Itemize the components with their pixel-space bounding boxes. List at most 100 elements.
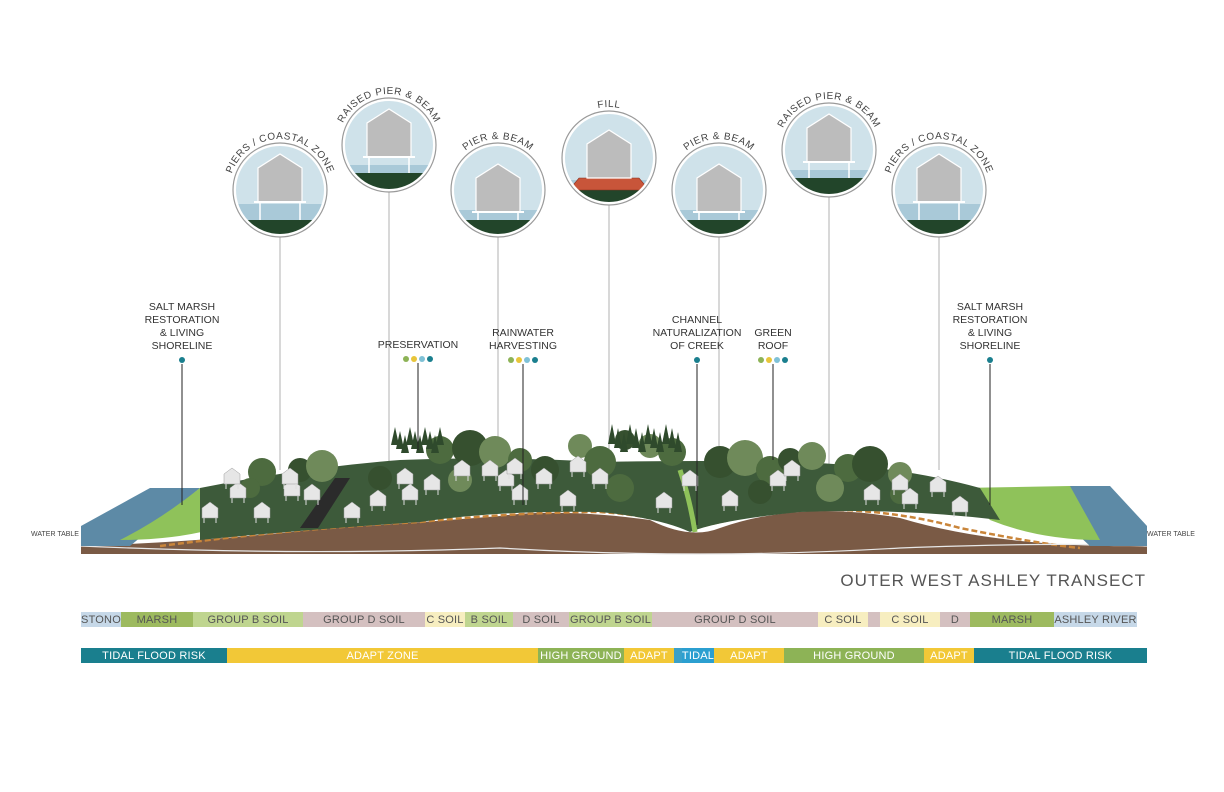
strategy-dot [774, 357, 780, 363]
pine-tree [614, 428, 622, 448]
strategy-dot [508, 357, 514, 363]
house [481, 459, 499, 481]
pine-tree [391, 427, 399, 445]
water-left [81, 488, 200, 546]
strategy-dot [987, 357, 993, 363]
pine-tree [662, 424, 670, 444]
pine-tree [638, 432, 646, 452]
pine-tree [632, 428, 640, 448]
house [303, 483, 321, 505]
pine-tree [436, 427, 444, 445]
house [655, 491, 673, 513]
soil-segment: MARSH [121, 612, 193, 627]
foundation-bubble-piers: PIERS / COASTAL ZONE [883, 131, 994, 238]
trees [240, 424, 912, 504]
foundation-bubble-raised: RAISED PIER & BEAM [336, 86, 442, 193]
house [506, 457, 524, 479]
house [569, 455, 587, 477]
flood-segment: ADAPT [924, 648, 974, 663]
tree [852, 446, 888, 482]
pine-tree [674, 432, 682, 452]
tree [748, 480, 772, 504]
strategy-label: SHORELINE [960, 340, 1021, 352]
soil-segment: C SOIL [425, 612, 465, 627]
tree [798, 442, 826, 470]
tree [452, 430, 488, 466]
tree [426, 436, 454, 464]
tree [727, 440, 763, 476]
strategy-label: HARVESTING [489, 340, 557, 352]
pine-tree [644, 424, 652, 444]
house [681, 469, 699, 491]
pine-tree [426, 431, 434, 449]
pine-tree [626, 424, 634, 444]
flood-segment: ADAPT [624, 648, 674, 663]
house [929, 475, 947, 497]
strategy-dot [758, 357, 764, 363]
strategy-dot [516, 357, 522, 363]
house [769, 469, 787, 491]
leader-lines [279, 192, 940, 470]
pine-tree [406, 427, 414, 445]
soil-segment: B SOIL [465, 612, 513, 627]
flood-segment: TIDAL FLOOD RISK [974, 648, 1147, 663]
tree [368, 466, 392, 490]
flood-segment: ADAPT ZONE [227, 648, 538, 663]
soil-segment: GROUP D SOIL [652, 612, 818, 627]
strategy-1: PRESERVATION [378, 339, 458, 450]
house [201, 501, 219, 523]
water-table-label-right: WATER TABLE [1147, 531, 1195, 538]
house [369, 489, 387, 511]
soil-segment: GROUP B SOIL [193, 612, 303, 627]
strategy-label: RESTORATION [145, 314, 220, 326]
flood-segment [674, 648, 682, 663]
pine-tree [656, 432, 664, 452]
soil-segment: MARSH [970, 612, 1054, 627]
house [401, 483, 419, 505]
strategy-label: RAINWATER [492, 327, 554, 339]
strategy-label: & LIVING [160, 327, 204, 339]
tree [816, 474, 844, 502]
strategy-dot [524, 357, 530, 363]
house [453, 459, 471, 481]
tree [306, 450, 338, 482]
flood-segment: HIGH GROUND [538, 648, 624, 663]
pine-tree [396, 431, 404, 449]
tree [479, 436, 511, 468]
strategy-dot [419, 356, 425, 362]
house [783, 459, 801, 481]
house [253, 501, 271, 523]
transect-title: OUTER WEST ASHLEY TRANSECT [840, 571, 1146, 590]
strategy-label: SHORELINE [152, 340, 213, 352]
tree [584, 446, 616, 478]
pine-tree [431, 435, 439, 453]
house [396, 467, 414, 489]
house [423, 473, 441, 495]
soil-segment: GROUP B SOIL [569, 612, 652, 627]
strategy-dot [411, 356, 417, 362]
house [591, 467, 609, 489]
soil-segment: C SOIL [818, 612, 868, 627]
houses [201, 455, 969, 523]
flood-segment: HIGH GROUND [784, 648, 924, 663]
pine-tree [650, 428, 658, 448]
foundation-label: FILL [597, 99, 622, 111]
pine-tree [608, 424, 616, 444]
foundation-bubbles: PIERS / COASTAL ZONE RAISED PIER & BEAM PI… [224, 86, 994, 238]
strategy-dot [782, 357, 788, 363]
soil-segment: ASHLEY RIVER [1054, 612, 1137, 627]
foundation-bubble-pier: PIER & BEAM [671, 131, 767, 238]
house [511, 483, 529, 505]
tree [248, 458, 276, 486]
flood-segment: TIDAL FLOOD RISK [81, 648, 227, 663]
strategy-label: GREEN [754, 327, 791, 339]
strategy-label: & LIVING [968, 327, 1012, 339]
pine-tree [411, 431, 419, 449]
strategy-dot [532, 357, 538, 363]
strategy-dot [403, 356, 409, 362]
marsh-right [960, 486, 1100, 540]
